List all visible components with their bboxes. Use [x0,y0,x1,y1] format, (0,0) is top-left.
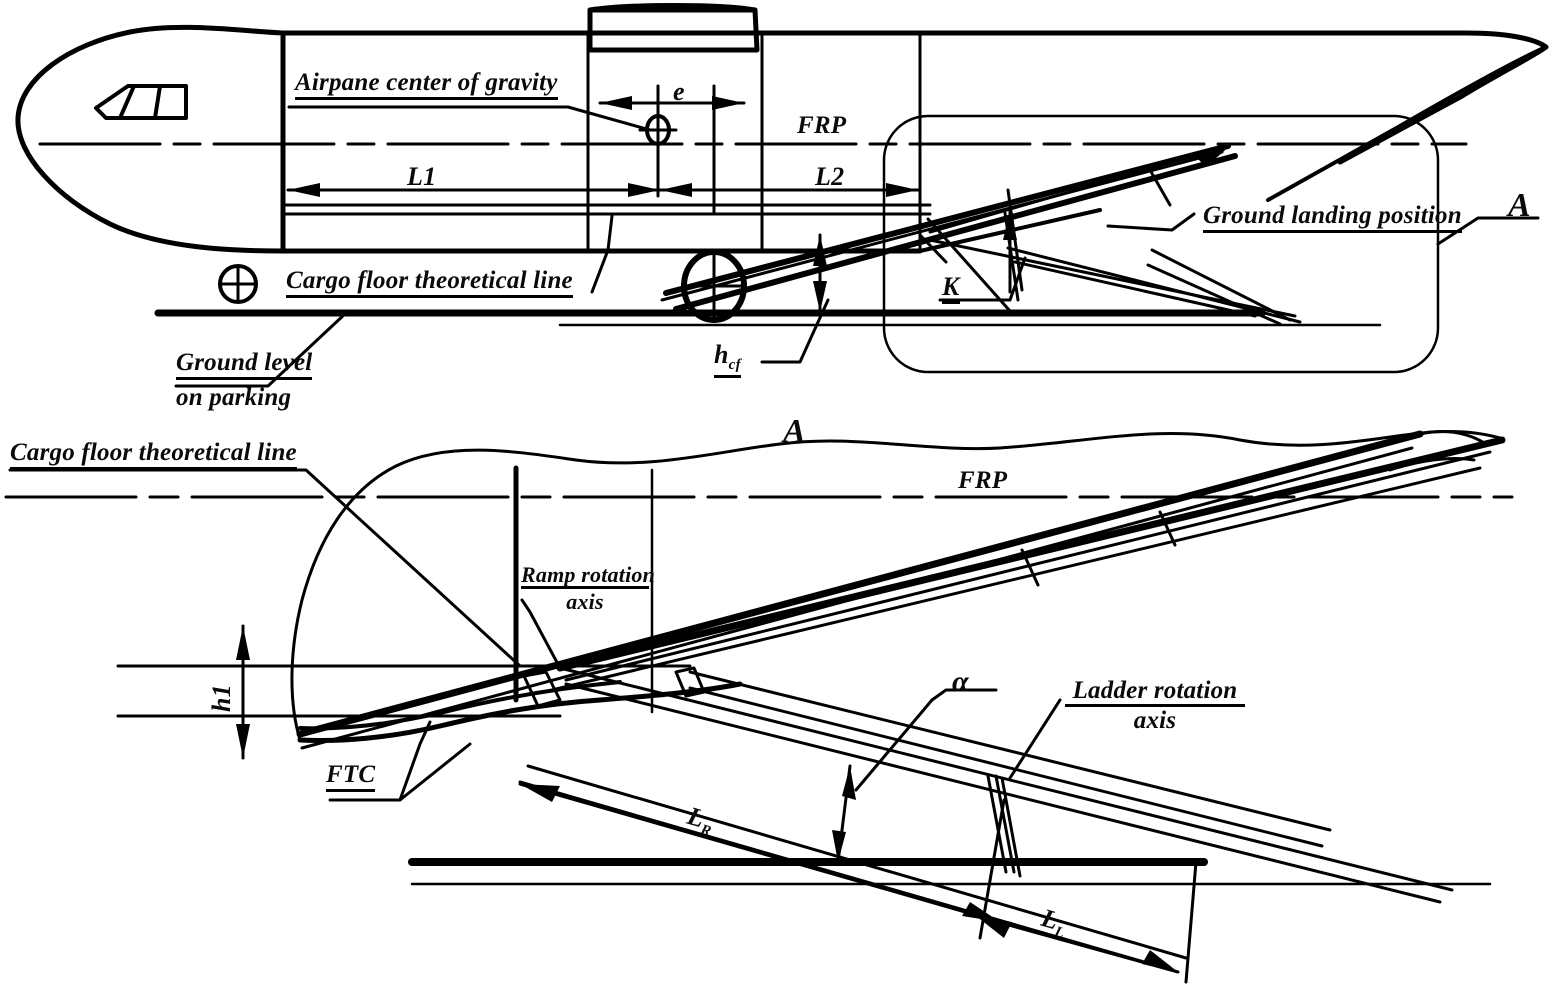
fuselage-frames-top [281,31,922,253]
dimension-h1: h1 [207,684,236,712]
cargo-floor-line-top [281,203,932,216]
cargo-floor-leader-top [590,214,614,294]
detail-callout-letter-a-top: A [1508,187,1531,224]
ramp-arrowhead [1192,144,1232,167]
dimension-k: K [942,273,960,305]
l1-dimension [286,183,662,197]
detail-fuselage-upper-contour [290,429,1502,742]
label-ramp-rotation-axis: Ramp rotation axis [521,563,655,615]
cg-leader [287,105,652,132]
fuselage-outline [15,24,286,254]
ladder-top-view [928,238,1302,326]
cargo-floor-leader-bottom [8,468,522,668]
ramp-assembly-top [663,143,1238,312]
ramp-members-detail [296,430,1506,738]
dimension-alpha-angle: α [952,665,969,698]
ftc-contour [297,681,743,743]
label-ladder-rotation-line2: axis [1133,707,1177,735]
ladder-members-detail [518,666,1454,972]
alpha-leader-2 [854,698,934,792]
h-cf-leader [760,298,830,364]
ladder-rotation-leader [1008,698,1062,780]
ramp-assembly-top-thin [660,150,1224,302]
label-cargo-floor-theoretical-line-bottom: Cargo floor theoretical line [10,439,297,471]
label-ladder-rotation-axis: Ladder rotation axis [1065,677,1245,735]
dimension-l2: L2 [815,162,845,191]
label-ground-level-line2: on parking [176,384,292,411]
label-ftc: FTC [326,761,376,793]
dimension-h-cf-subscript: cf [728,357,741,374]
k-leader [938,256,1027,302]
label-ground-landing-position: Ground landing position [1203,202,1462,234]
ll-dimension [974,798,1198,984]
dimension-l1: L1 [407,162,437,191]
h1-dimension [236,624,302,760]
ftc-leader-2 [398,742,472,802]
lr-dimension [518,782,1002,924]
dimension-e: e [673,77,685,106]
label-cargo-floor-theoretical-line-top: Cargo floor theoretical line [286,267,573,299]
k-dimension [1003,208,1017,294]
ftc-leader [328,720,432,802]
ramp-rotation-leader [520,598,562,670]
main-view-group [15,3,1549,388]
dimension-h-cf-base: h [714,340,729,369]
tail-lower-sweep [1266,45,1548,202]
ramp-members-detail-thin [300,430,1492,750]
label-ramp-rotation-line1: Ramp rotation [521,563,655,590]
detail-view-a-group [4,429,1514,984]
label-frp-top: FRP [797,112,847,139]
ftc-contour-2 [298,680,622,731]
alpha-leader [930,688,998,702]
cockpit-windows [94,84,188,120]
ramp-hinge-detail [522,666,706,708]
l2-dimension [658,183,920,197]
label-ramp-rotation-line2: axis [566,589,604,615]
ground-landing-leader [1106,212,1196,232]
label-ground-level-line1: Ground level [176,349,313,381]
wing-box-top [587,3,760,53]
label-airplane-center-of-gravity: Airpane center of gravity [295,69,558,101]
detail-view-title-a: A [783,413,806,450]
e-dimension [598,84,746,214]
nose-landing-gear [218,264,258,304]
detail-a-leader [1436,216,1540,246]
label-frp-bottom: FRP [958,467,1008,494]
dimension-h-cf: hcf [714,340,741,379]
alpha-angle-dimension [832,764,856,864]
label-ladder-rotation-line1: Ladder rotation [1065,677,1245,708]
ground-level-leader [174,311,348,388]
